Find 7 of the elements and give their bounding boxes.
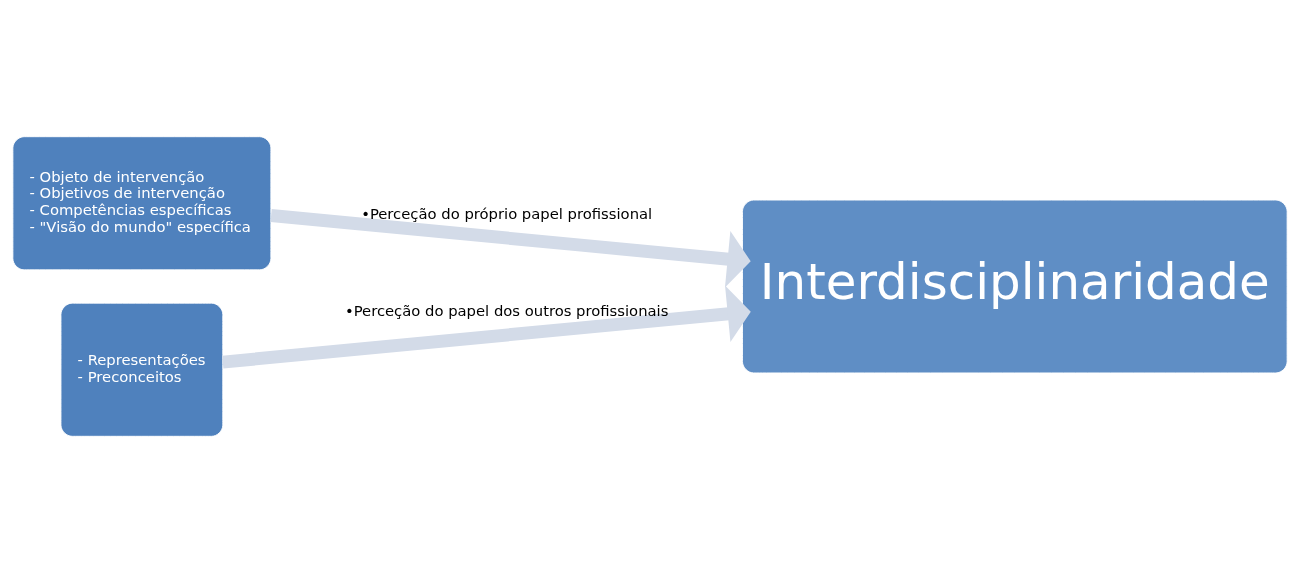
node-box: - Objeto de intervenção - Objetivos de intervenção - Competências específicas - "Visão do mundo" específica — [12, 136, 272, 271]
edge-label: •Perceção do papel dos outros profissionais — [344, 301, 669, 319]
arrow — [222, 285, 751, 369]
node-box: - Representações - Preconceitos — [60, 302, 224, 437]
edge-label: •Perceção do próprio papel profissional — [361, 204, 653, 222]
node-box: Interdisciplinaridade — [742, 199, 1288, 374]
arrow — [270, 209, 751, 288]
